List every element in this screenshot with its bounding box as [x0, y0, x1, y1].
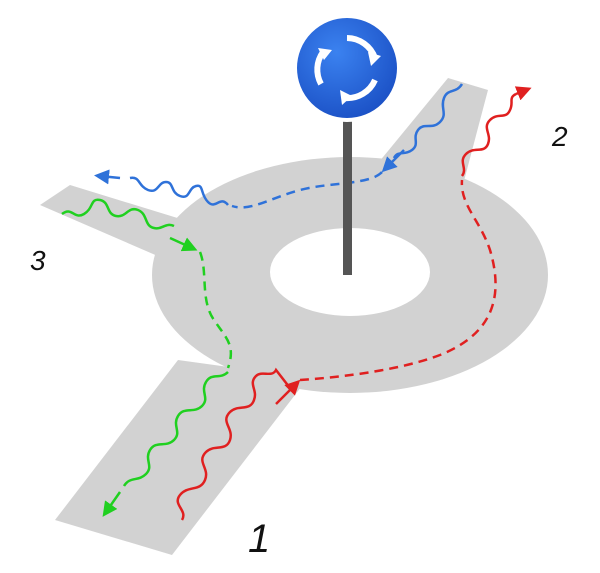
red-signal-dashed-ring [299, 179, 497, 382]
road-1 [55, 360, 308, 555]
red-signal-arrow-mid [275, 379, 301, 405]
blue-signal-arrow-mid [381, 149, 405, 173]
roundabout-sign [293, 14, 401, 275]
blue-signal-arrow-end [94, 169, 121, 185]
green-signal-wave-out [122, 371, 229, 487]
green-signal-arrow-end [102, 491, 122, 517]
blue-signal-dashed-ring [231, 171, 383, 209]
circular-arrows-icon [314, 35, 381, 105]
green-signal-dashed-ring [198, 251, 233, 369]
red-signal-arrow-end [514, 86, 532, 101]
port-2-label: 2 [551, 121, 568, 152]
red-signal-wave-out [460, 92, 517, 177]
red-signal-wave-in [176, 367, 291, 521]
green-signal-wave-in [61, 198, 175, 230]
sign-pole [343, 110, 352, 275]
port-3-label: 3 [30, 245, 46, 276]
roundabout-sign-icon [293, 14, 401, 122]
port-labels: 1 2 3 [30, 121, 568, 561]
blue-signal-wave-out [129, 176, 229, 206]
green-signal-arrow-mid [169, 236, 198, 252]
port-1-label: 1 [248, 517, 270, 561]
blue-signal-wave-in [392, 83, 464, 159]
signal-paths [61, 83, 532, 521]
